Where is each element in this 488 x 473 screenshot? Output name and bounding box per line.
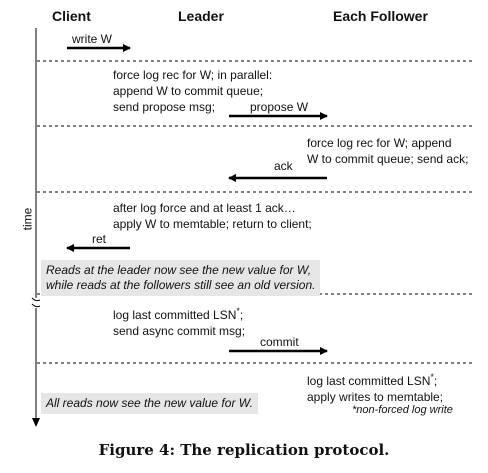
all-reads-note: All reads now see the new value for W. <box>41 393 258 414</box>
leader-step-3-line-2: send async commit msg; <box>113 324 246 338</box>
follower-step-1: force log rec for W; append W to commit … <box>307 135 468 167</box>
follower-header: Each Follower <box>333 8 428 24</box>
leader-reads-note-line-2: while reads at the followers still see a… <box>46 278 316 292</box>
leader-step-1-line-1: force log rec for W; in parallel: <box>113 68 273 82</box>
follower-step-2-line-2: apply writes to memtable; <box>307 390 444 404</box>
ret-label: ret <box>92 232 107 246</box>
time-axis-label: time <box>20 207 35 231</box>
follower-step-1-line-2: W to commit queue; send ack; <box>307 152 469 166</box>
leader-step-1: force log rec for W; in parallel: append… <box>113 67 272 115</box>
leader-step-3: log last committed LSN*; send async comm… <box>113 303 245 339</box>
propose-label: propose W <box>250 100 309 114</box>
leader-reads-note-line-1: Reads at the leader now see the new valu… <box>46 263 312 277</box>
leader-reads-note: Reads at the leader now see the new valu… <box>41 260 321 296</box>
follower-step-1-line-1: force log rec for W; append <box>307 136 452 150</box>
leader-step-3-line-1: log last committed LSN*; <box>113 306 244 322</box>
footnote: *non-forced log write <box>352 404 453 416</box>
leader-step-2-line-2: apply W to memtable; return to client; <box>113 217 312 231</box>
ack-label: ack <box>274 159 293 173</box>
leader-header: Leader <box>178 8 224 24</box>
leader-step-2-line-1: after log force and at least 1 ack… <box>113 201 296 215</box>
follower-step-2-line-1: log last committed LSN*; <box>307 372 438 388</box>
leader-step-2: after log force and at least 1 ack… appl… <box>113 200 312 232</box>
leader-step-1-line-2: append W to commit queue; <box>113 84 264 98</box>
client-header: Client <box>52 8 91 24</box>
write-label: write W <box>72 32 112 46</box>
follower-step-2: log last committed LSN*; apply writes to… <box>307 369 443 405</box>
commit-label: commit <box>260 335 299 349</box>
leader-step-1-line-3: send propose msg; <box>113 100 216 114</box>
time-axis <box>31 28 41 427</box>
figure-caption: Figure 4: The replication protocol. <box>98 441 390 459</box>
